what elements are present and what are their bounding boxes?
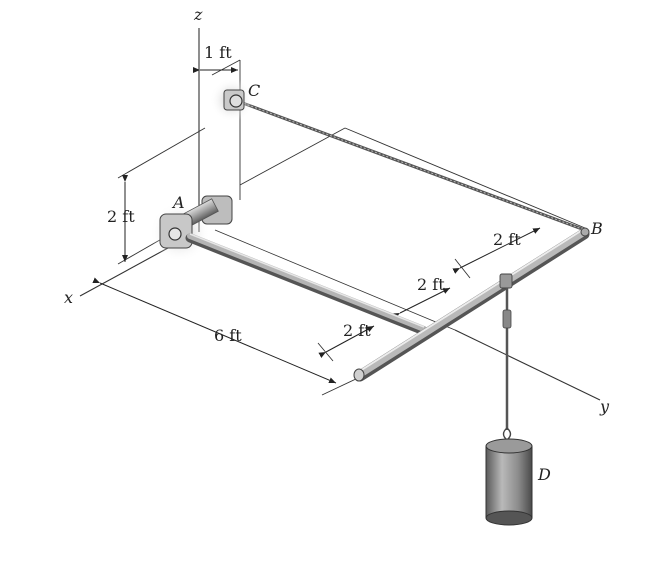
point-c-label: C bbox=[248, 81, 260, 100]
length-dim-line bbox=[92, 277, 337, 384]
point-a-label: A bbox=[171, 193, 185, 212]
seg-far-dim-line bbox=[452, 227, 541, 274]
cylinder-d-top bbox=[485, 438, 533, 454]
seg-near-label: 2 ft bbox=[343, 321, 371, 340]
point-b-end bbox=[580, 227, 590, 237]
main-rod bbox=[187, 233, 427, 332]
y-axis-label: y bbox=[599, 397, 610, 416]
cable-turnbuckle bbox=[502, 309, 512, 329]
x-axis-line bbox=[79, 247, 169, 297]
cable-cb bbox=[239, 100, 583, 231]
height-ext-top bbox=[117, 127, 206, 179]
support-c-eye bbox=[229, 94, 243, 108]
seg-near-dim-line bbox=[318, 325, 375, 358]
seg-tick-2 bbox=[317, 342, 334, 362]
cross-rod-end bbox=[353, 368, 365, 382]
height-label: 2 ft bbox=[107, 207, 135, 226]
seg-mid-label: 2 ft bbox=[417, 275, 445, 294]
y-axis-line bbox=[454, 329, 601, 401]
rope-collar bbox=[499, 273, 513, 289]
cylinder-d-body bbox=[485, 445, 533, 519]
cylinder-d-bottom bbox=[485, 510, 533, 526]
main-rod-highlight bbox=[189, 233, 425, 328]
length-ext-end bbox=[321, 377, 359, 396]
cross-rod-highlight bbox=[359, 228, 585, 372]
cable-cb-highlight bbox=[239, 101, 583, 230]
point-b-label: B bbox=[590, 219, 603, 238]
z-axis-label: z bbox=[193, 5, 203, 24]
cross-rod bbox=[356, 228, 588, 378]
guide-top-line bbox=[344, 127, 586, 229]
bearing-hole bbox=[168, 227, 182, 241]
length-label: 6 ft bbox=[214, 326, 242, 345]
seg-far-label: 2 ft bbox=[493, 230, 521, 249]
guide-left-line bbox=[239, 127, 346, 186]
point-d-label: D bbox=[537, 465, 551, 484]
wall-top-line bbox=[211, 59, 241, 76]
x-axis-label: x bbox=[64, 288, 73, 307]
top-offset-label: 1 ft bbox=[204, 43, 232, 62]
seg-mid-dim-line bbox=[392, 287, 451, 319]
seg-tick-1 bbox=[454, 258, 471, 279]
